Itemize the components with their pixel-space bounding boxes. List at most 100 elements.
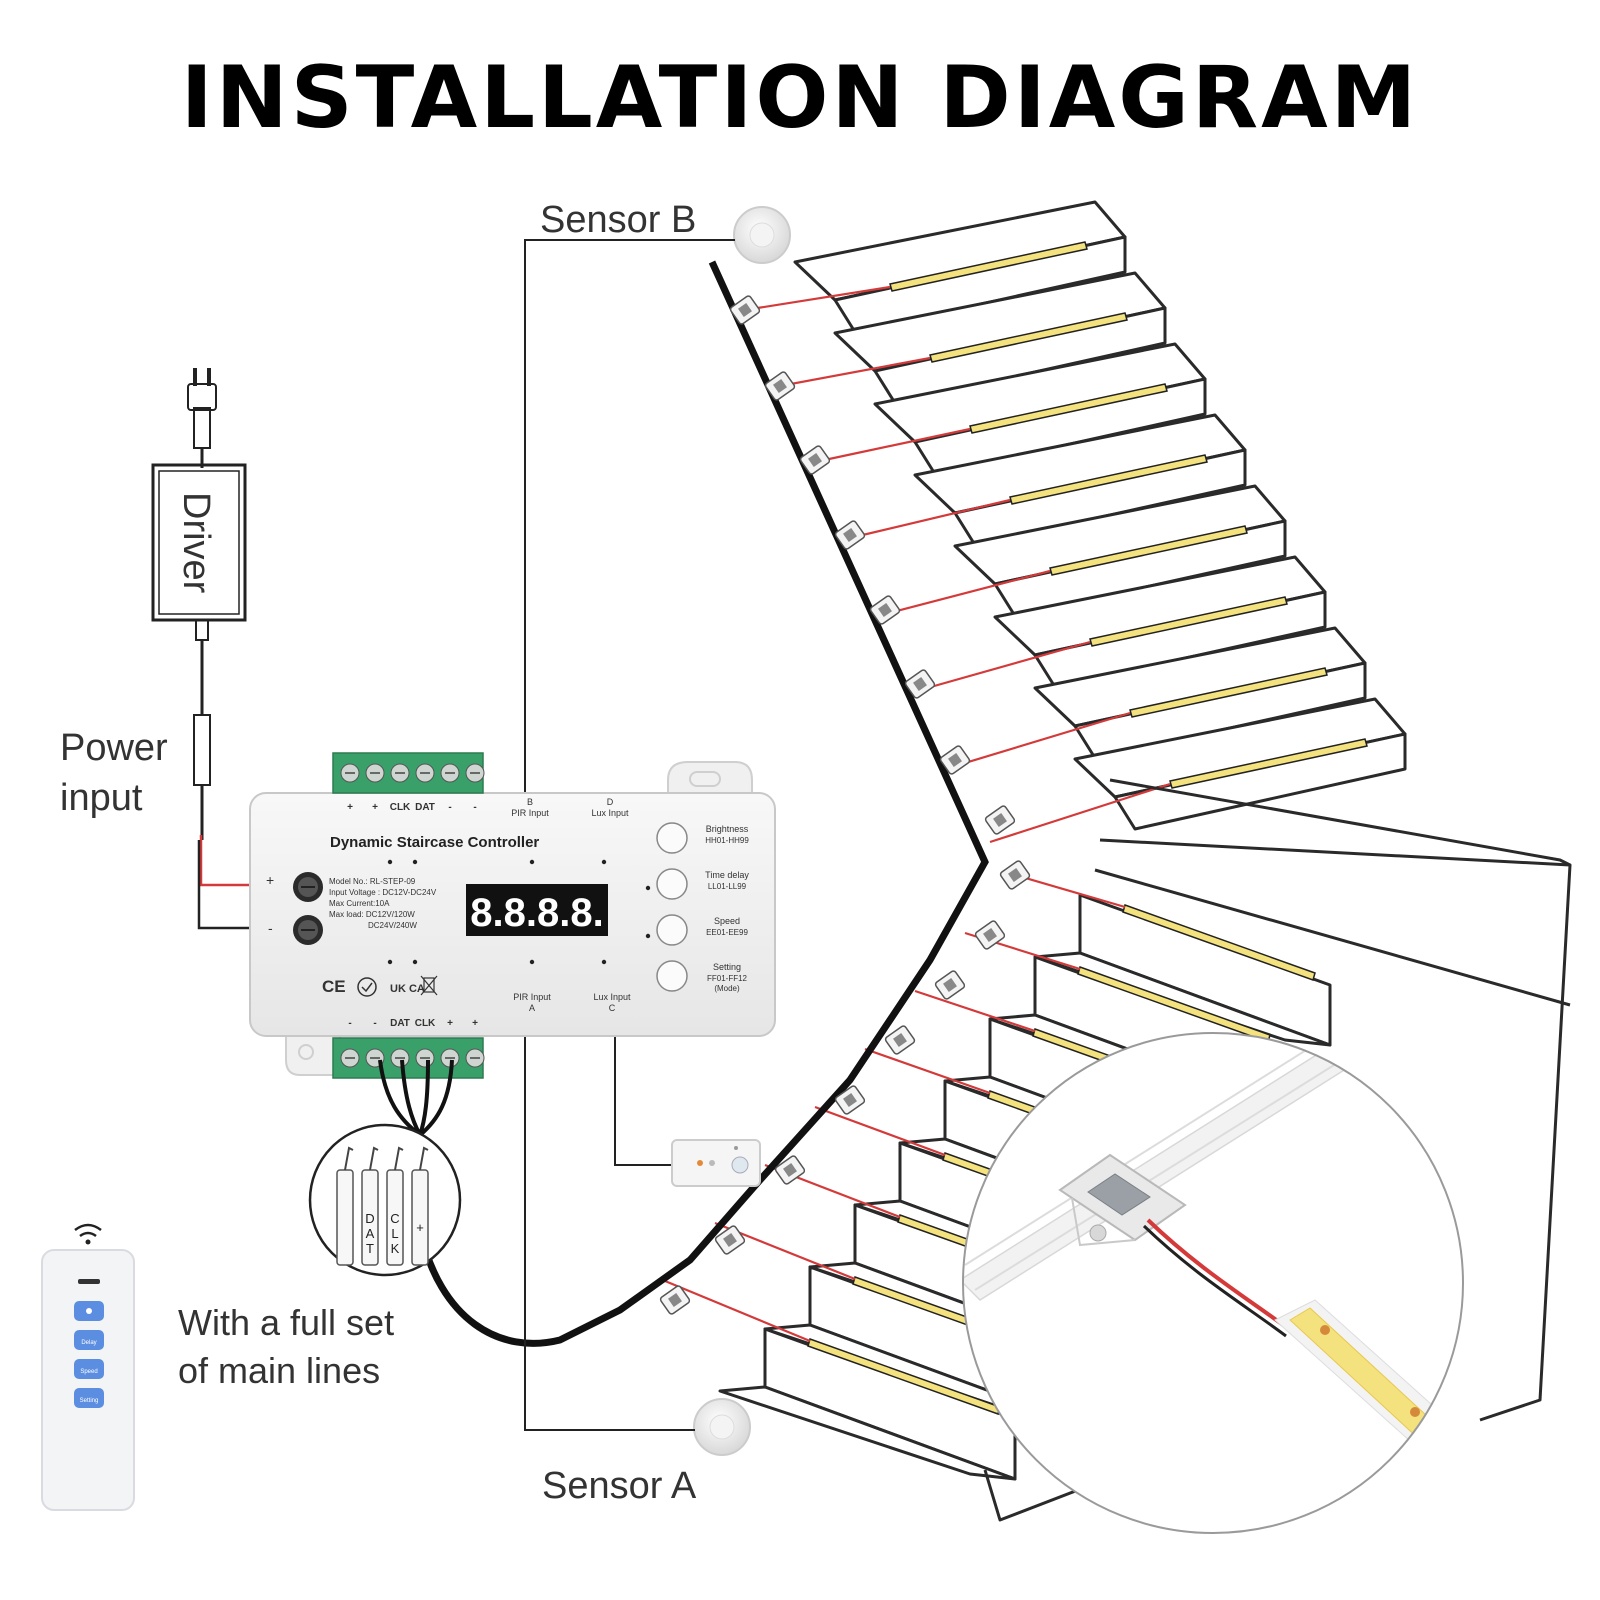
lower-step-wire <box>864 1047 991 1095</box>
indicator-dot <box>529 859 535 865</box>
button-label: Brightness <box>706 824 749 834</box>
upper-step-wire <box>989 782 1171 844</box>
led-display: 8.8.8.8. <box>466 884 608 936</box>
indicator-dot <box>412 859 418 865</box>
spec-line: Max load: DC12V/120W <box>329 910 415 919</box>
indicator-dot <box>412 959 418 965</box>
lower-step-led-strip <box>807 1338 1001 1415</box>
controller-indicator-dots <box>387 859 651 965</box>
upper-step-led-strip <box>1049 525 1248 576</box>
button-label: Speed <box>714 916 740 926</box>
ukca-mark: UK CA <box>390 983 425 995</box>
terminal-label: + <box>472 1018 478 1029</box>
button-cap <box>656 960 688 992</box>
power-terminal-screw-positive <box>293 872 323 902</box>
step-connector-11 <box>934 970 966 1000</box>
step-connectors <box>659 295 1031 1315</box>
power-plug-icon <box>187 368 217 449</box>
lower-step-led-strip <box>1122 904 1316 981</box>
step-connector-6 <box>904 669 936 699</box>
power-input-label-line2: input <box>60 777 143 819</box>
weee-bin-icon <box>420 975 438 996</box>
spec-line: Max Current:10A <box>329 899 390 908</box>
driver-label: Driver <box>175 492 217 594</box>
upper-step-3 <box>814 342 1207 476</box>
main-lines-label-line2: of main lines <box>178 1350 380 1391</box>
upper-step-led-strip <box>969 383 1168 434</box>
lower-step-1 <box>1014 873 1332 1047</box>
lux-sensor-wire <box>614 1035 672 1166</box>
step-connector-5 <box>869 595 901 625</box>
indicator-dot <box>387 859 393 865</box>
upper-step-wire <box>954 711 1131 768</box>
terminal-label: + <box>447 1018 453 1029</box>
input-b-label: PIR Input <box>511 808 549 818</box>
input-b-letter: B <box>527 797 533 807</box>
remote-button-label: Speed <box>80 1369 97 1375</box>
upper-step-wire <box>744 285 891 312</box>
lower-step-8 <box>664 1279 1017 1481</box>
terminal-label: + <box>372 802 378 813</box>
wire-letter: + <box>416 1220 424 1235</box>
connector-zoom-inset <box>962 1032 1464 1534</box>
button-cap <box>656 868 688 900</box>
step-connector-7 <box>939 745 971 775</box>
landing-front <box>1094 868 1571 1007</box>
brightness-icon <box>86 1308 92 1314</box>
button-sub-label: (Mode) <box>714 984 740 993</box>
wire-letter: T <box>366 1241 374 1256</box>
upper-step-led-strip <box>1089 596 1288 647</box>
sensor-a-wire <box>524 1035 695 1431</box>
indicator-dot <box>601 859 607 865</box>
indicator-dot <box>645 885 651 891</box>
power-plus-label: + <box>266 872 274 888</box>
input-d-letter: D <box>607 797 614 807</box>
sensor-a-label: Sensor A <box>542 1465 697 1507</box>
upper-step-led-strip <box>889 241 1088 292</box>
step-connector-16 <box>659 1285 691 1315</box>
terminal-label: - <box>473 802 476 813</box>
step-connector-1 <box>729 295 761 325</box>
upper-step-6 <box>919 555 1327 692</box>
diagram-title: INSTALLATION DIAGRAM <box>180 48 1420 148</box>
step-connector-12 <box>884 1025 916 1055</box>
upper-step-8 <box>989 697 1407 844</box>
zoom-connector-block <box>1058 1153 1187 1247</box>
remote-control <box>41 1249 135 1511</box>
button-cap <box>656 914 688 946</box>
sensor-b-wire <box>524 239 735 795</box>
button-range: LL01-LL99 <box>708 882 747 891</box>
lux-sensor-icon <box>671 1139 761 1187</box>
indicator-dot <box>601 959 607 965</box>
upper-step-led-strip <box>1009 454 1208 505</box>
landing-wall <box>1099 838 1572 1422</box>
upper-step-wire <box>919 640 1091 692</box>
step-connector-3 <box>799 445 831 475</box>
upper-step-wire <box>884 569 1051 616</box>
upper-step-wire <box>849 498 1011 540</box>
remote-button-cap <box>74 1388 104 1408</box>
remote-button-4: Setting <box>74 1388 104 1408</box>
step-connector-9 <box>999 860 1031 890</box>
power-positive-wire <box>199 835 250 887</box>
sensor-a-icon <box>693 1398 751 1456</box>
terminal-label: + <box>347 802 353 813</box>
power-minus-label: - <box>268 920 273 936</box>
indicator-dot <box>529 959 535 965</box>
upper-step-7 <box>954 626 1367 768</box>
button-range: FF01-FF12 <box>707 974 748 983</box>
input-a-label: PIR Input <box>513 992 551 1002</box>
main-lines-label-line1: With a full set <box>178 1302 394 1343</box>
sensor-b-label: Sensor B <box>540 199 696 241</box>
sensor-b-icon <box>733 206 791 264</box>
wire-letter: L <box>391 1226 398 1241</box>
wire-end-2 <box>361 1146 379 1266</box>
